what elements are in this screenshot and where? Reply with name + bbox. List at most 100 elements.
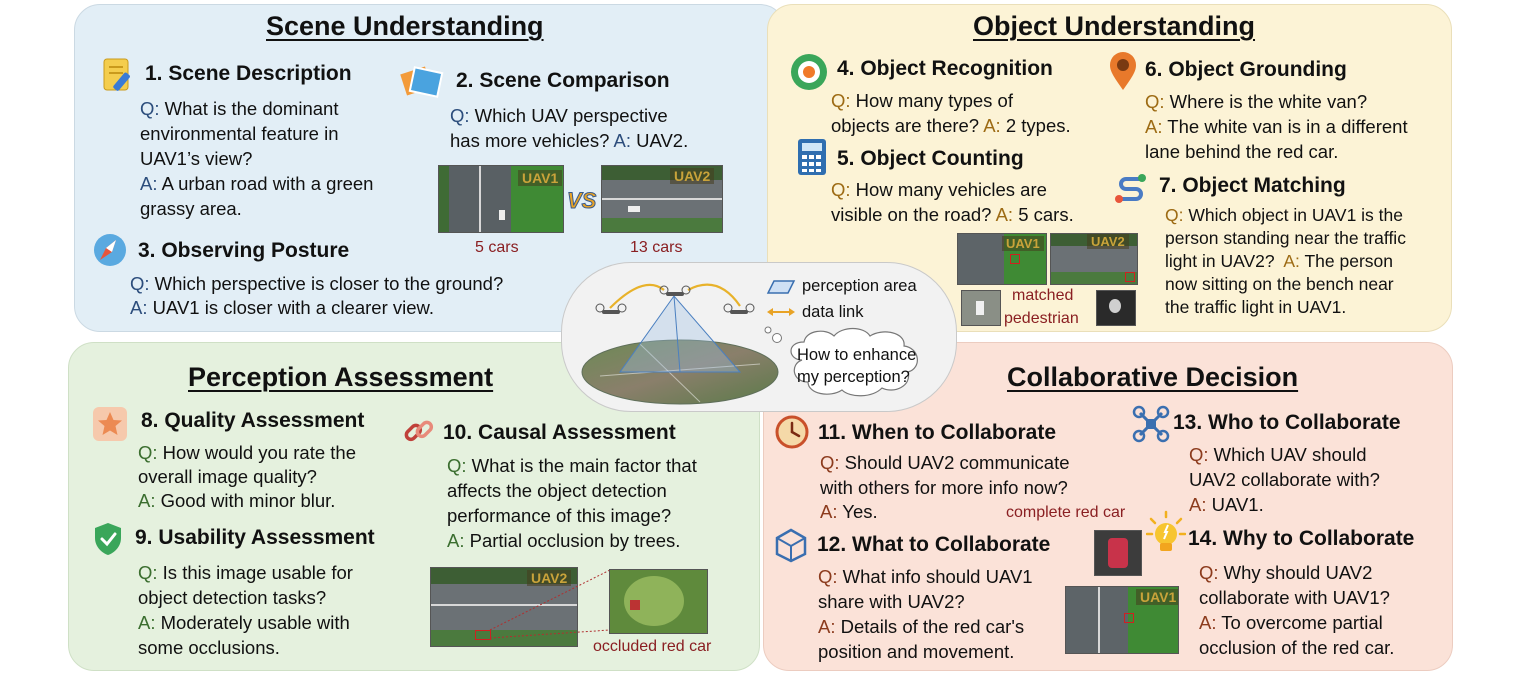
occluded-red-car-caption: occluded red car: [593, 638, 712, 655]
task10-answer: A: Partial occlusion by trees.: [447, 530, 681, 551]
perception-title: Perception Assessment: [188, 362, 494, 392]
chain-link-icon: [404, 420, 434, 442]
task13-q-line2: UAV2 collaborate with?: [1189, 469, 1380, 490]
task12-a-line2: position and movement.: [818, 641, 1015, 662]
task2-q-line2: has more vehicles? A: UAV2.: [450, 130, 689, 151]
task9-a-line1: A: Moderately usable with: [138, 612, 350, 633]
scene-title: Scene Understanding: [266, 11, 544, 41]
versus-icon: VS: [567, 188, 598, 214]
task7-a-line2: now sitting on the bench near: [1165, 274, 1394, 294]
task4-q-line1: Q: How many types of: [831, 90, 1013, 111]
task3-answer: A: UAV1 is closer with a clearer view.: [130, 297, 434, 318]
task14-q-line2: collaborate with UAV1?: [1199, 587, 1390, 608]
task6-heading: 6. Object Grounding: [1145, 58, 1347, 81]
task8-heading: 8. Quality Assessment: [141, 409, 365, 432]
thought-bubble-line1: How to enhance: [797, 346, 917, 364]
thought-bubble-line2: my perception?: [797, 368, 910, 386]
cube-icon: [775, 528, 807, 563]
clock-icon: [775, 415, 809, 449]
shield-check-icon: [95, 523, 121, 555]
task13-heading: 13. Who to Collaborate: [1173, 411, 1401, 434]
task5-q-line1: Q: How many vehicles are: [831, 179, 1047, 200]
task7-q-line1: Q: Which object in UAV1 is the: [1165, 205, 1403, 225]
uav-swarm-illustration: [581, 283, 779, 405]
task4-heading: 4. Object Recognition: [837, 57, 1053, 80]
task11-heading: 11. When to Collaborate: [818, 421, 1057, 444]
object-uav2-image: UAV2: [1050, 233, 1138, 285]
task14-heading: 14. Why to Collaborate: [1188, 527, 1415, 550]
thought-bubble: [764, 326, 918, 397]
task12-q-line1: Q: What info should UAV1: [818, 566, 1033, 587]
task9-heading: 9. Usability Assessment: [135, 526, 375, 549]
task7-q-line2: person standing near the traffic: [1165, 228, 1406, 248]
pedestrian-crop-uav2: [1096, 290, 1136, 326]
task1-a-line1: A: A urban road with a green: [140, 173, 374, 194]
route-matching-icon: [1115, 174, 1146, 203]
task11-q-line2: with others for more info now?: [820, 477, 1068, 498]
calculator-icon: [798, 139, 826, 175]
data-link-legend-icon: [767, 308, 795, 316]
task9-q-line1: Q: Is this image usable for: [138, 562, 353, 583]
task13-q-line1: Q: Which UAV should: [1189, 444, 1367, 465]
task12-heading: 12. What to Collaborate: [817, 533, 1051, 556]
task4-q-line2: objects are there? A: 2 types.: [831, 115, 1071, 136]
task9-a-line2: some occlusions.: [138, 637, 280, 658]
occlusion-uav2-label: UAV2: [527, 570, 572, 586]
task14-a-line2: occlusion of the red car.: [1199, 637, 1395, 658]
uav1-label: UAV1: [518, 170, 563, 186]
task11-q-line1: Q: Should UAV2 communicate: [820, 452, 1070, 473]
object-uav1-label: UAV1: [1002, 236, 1044, 251]
collab-uav1-image: UAV1: [1065, 586, 1179, 654]
object-uav1-image: UAV1: [957, 233, 1047, 285]
task5-heading: 5. Object Counting: [837, 147, 1024, 170]
task12-q-line2: share with UAV2?: [818, 591, 965, 612]
task7-a-line3: the traffic light in UAV1.: [1165, 297, 1347, 317]
uav1-car-count-caption: 5 cars: [475, 239, 519, 256]
perception-area-legend-label: perception area: [802, 277, 917, 295]
perception-area-legend-icon: [766, 280, 796, 294]
matched-caption-line2: pedestrian: [1004, 310, 1079, 327]
uav1-aerial-image: UAV1: [438, 165, 564, 233]
object-title: Object Understanding: [973, 11, 1256, 41]
photos-icon: [400, 66, 444, 98]
notepad-pencil-icon: [103, 58, 130, 91]
task1-a-line2: grassy area.: [140, 198, 242, 219]
task11-answer: A: Yes.: [820, 501, 878, 522]
zoom-connector-lines: [489, 569, 611, 639]
task2-heading: 2. Scene Comparison: [456, 69, 670, 92]
task3-heading: 3. Observing Posture: [138, 239, 350, 262]
collab-uav1-label: UAV1: [1136, 589, 1178, 605]
task14-q-line1: Q: Why should UAV2: [1199, 562, 1373, 583]
lightbulb-icon: [1146, 510, 1186, 551]
target-icon: [791, 54, 827, 90]
task1-q-line2: environmental feature in: [140, 123, 339, 144]
data-link-legend-label: data link: [802, 303, 864, 321]
compass-icon: [94, 234, 126, 266]
task10-q-line2: affects the object detection: [447, 480, 667, 501]
drone-icon: [1132, 405, 1170, 443]
task8-answer: A: Good with minor blur.: [138, 490, 336, 511]
task8-q-line1: Q: How would you rate the: [138, 442, 357, 463]
task6-question: Q: Where is the white van?: [1145, 91, 1368, 112]
task8-q-line2: overall image quality?: [138, 466, 317, 487]
task7-heading: 7. Object Matching: [1159, 174, 1346, 197]
task1-q-line1: Q: What is the dominant: [140, 98, 339, 119]
occluded-car-crop: [609, 569, 708, 634]
collab-title: Collaborative Decision: [1007, 362, 1299, 392]
task12-a-line1: A: Details of the red car's: [818, 616, 1025, 637]
task1-q-line3: UAV1’s view?: [140, 148, 253, 169]
uav2-car-count-caption: 13 cars: [630, 239, 683, 256]
task3-question: Q: Which perspective is closer to the gr…: [130, 273, 504, 294]
task10-heading: 10. Causal Assessment: [443, 421, 676, 444]
uav2-label: UAV2: [670, 168, 715, 184]
uav2-aerial-image: UAV2: [601, 165, 723, 233]
occlusion-uav2-image: UAV2: [430, 567, 578, 647]
task7-q-line3: light in UAV2? A: The person: [1165, 251, 1393, 271]
task14-a-line1: A: To overcome partial: [1199, 612, 1383, 633]
task2-q-line1: Q: Which UAV perspective: [450, 105, 668, 126]
task13-answer: A: UAV1.: [1189, 494, 1264, 515]
task10-q-line3: performance of this image?: [447, 505, 672, 526]
task5-q-line2: visible on the road? A: 5 cars.: [831, 204, 1074, 225]
pedestrian-crop-uav1: [961, 290, 1001, 326]
star-rating-icon: [93, 407, 127, 441]
